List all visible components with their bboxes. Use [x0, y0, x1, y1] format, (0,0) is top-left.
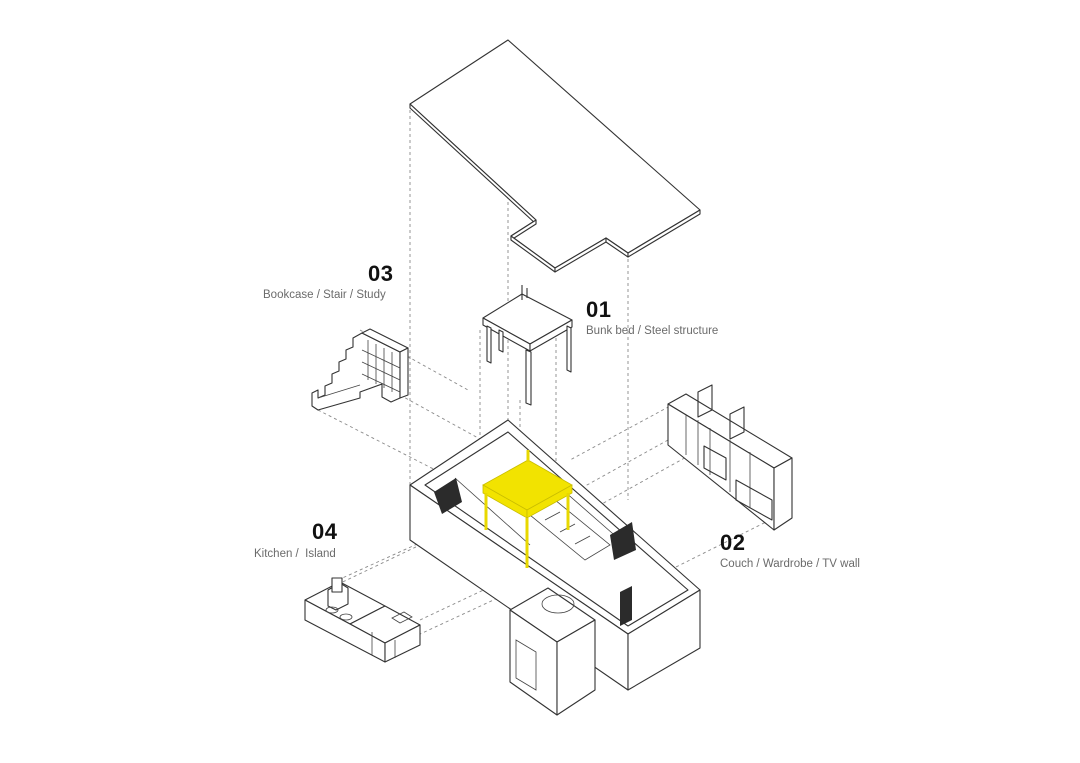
module-caption-04: Kitchen / Island: [254, 548, 336, 560]
module-number-01: 01: [586, 297, 612, 322]
roof-slab: [409, 39, 701, 273]
kitchen-island-module: [304, 577, 421, 663]
module-caption-03: Bookcase / Stair / Study: [263, 289, 386, 301]
bookcase-stair-module: [311, 328, 409, 411]
wardrobe-tv-wall-module: [667, 384, 793, 531]
module-number-04: 04: [312, 519, 338, 544]
module-caption-01: Bunk bed / Steel structure: [586, 325, 719, 337]
bunk-bed-highlight: [482, 450, 573, 568]
module-caption-02: Couch / Wardrobe / TV wall: [720, 558, 860, 570]
module-number-03: 03: [368, 261, 394, 286]
bunk-bed-module: [482, 285, 573, 406]
module-number-02: 02: [720, 530, 746, 555]
apartment-shell: [409, 419, 701, 716]
